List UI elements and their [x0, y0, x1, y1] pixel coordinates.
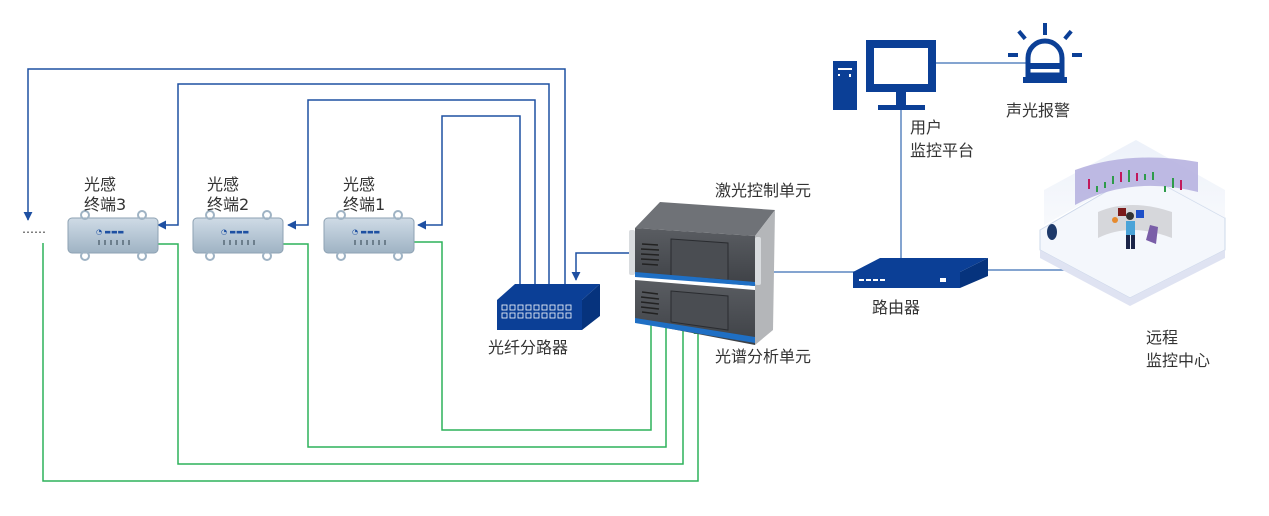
remote-center-label-line2: 监控中心	[1146, 351, 1210, 370]
terminal-3-device[interactable]: ◔ ▬▬▬	[67, 210, 159, 261]
alarm-light-icon[interactable]	[1008, 23, 1082, 83]
terminal-1-device[interactable]: ◔ ▬▬▬	[323, 210, 415, 261]
signal-line-terminal-1	[412, 241, 656, 431]
terminal-1-label-line2: 终端1	[343, 195, 385, 214]
spectrum-analysis-label: 光谱分析单元	[715, 347, 811, 366]
signal-line-ellipsis	[42, 243, 703, 482]
terminal-logo: ◔ ▬▬▬	[96, 228, 124, 236]
terminal-2-label-line2: 终端2	[207, 195, 249, 214]
terminal-2-device[interactable]: ◔ ▬▬▬	[192, 210, 284, 261]
splitter-label: 光纤分路器	[488, 338, 568, 357]
router-device[interactable]	[853, 258, 988, 288]
terminal-3-label-line1: 光感	[84, 175, 116, 194]
router-label: 路由器	[872, 298, 920, 317]
control-line-terminal-3	[157, 83, 550, 284]
laser-control-label: 激光控制单元	[715, 181, 811, 200]
vent-icon	[640, 243, 660, 266]
control-line-rack-to-splitter	[571, 252, 632, 281]
terminal-1-label-line1: 光感	[343, 175, 375, 194]
signal-line-terminal-3	[155, 243, 688, 465]
router-leds	[859, 278, 946, 282]
control-line-terminal-2	[287, 99, 536, 284]
terminal-logo: ◔ ▬▬▬	[352, 228, 380, 236]
terminal-logo: ◔ ▬▬▬	[221, 228, 249, 236]
user-platform-label-line2: 监控平台	[910, 141, 974, 160]
remote-center-label-line1: 远程	[1146, 328, 1178, 347]
operator-figure	[1126, 212, 1135, 249]
remote-monitoring-center-illustration[interactable]	[1039, 140, 1226, 306]
control-lines	[23, 68, 632, 284]
alarm-label: 声光报警	[1006, 101, 1070, 120]
network-lines	[773, 62, 1078, 273]
fiber-splitter-device[interactable]	[497, 284, 600, 330]
terminal-2-label-line1: 光感	[207, 175, 239, 194]
control-line-terminal-1	[417, 115, 521, 284]
signal-lines	[42, 241, 703, 482]
rack-device[interactable]	[629, 202, 775, 345]
control-line-ellipsis	[23, 68, 566, 284]
vent-icon	[640, 291, 660, 315]
laser-control-unit[interactable]	[629, 228, 761, 286]
splitter-ports	[501, 304, 572, 319]
spectrum-analysis-unit[interactable]	[635, 280, 755, 345]
more-terminals-ellipsis: ……	[22, 222, 46, 236]
candlestick-screen	[1088, 170, 1182, 192]
signal-line-terminal-2	[282, 243, 671, 448]
computer-icon[interactable]	[833, 40, 936, 110]
user-platform-label-line1: 用户	[910, 118, 942, 137]
terminal-3-label-line2: 终端3	[84, 195, 126, 214]
